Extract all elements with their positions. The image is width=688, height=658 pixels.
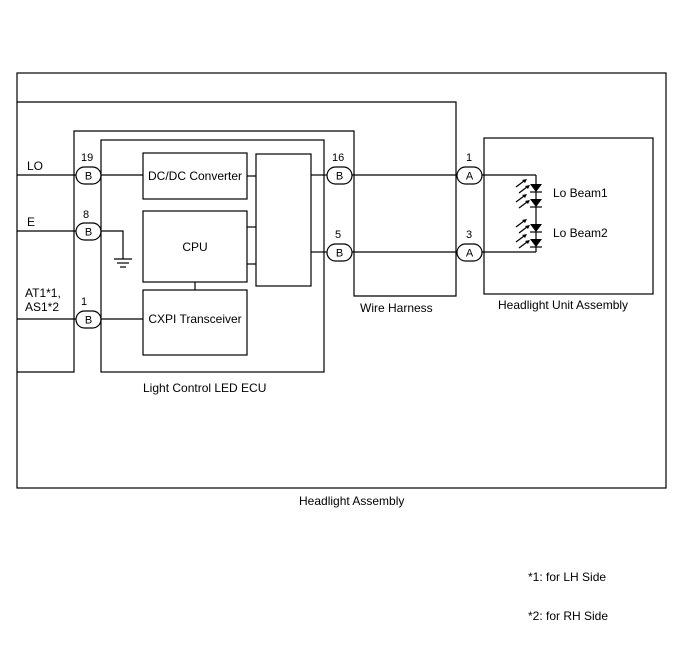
pin-at: 1 [81, 296, 87, 308]
signal-at-line2: AS1*2 [25, 300, 59, 314]
note-rh: *2: for RH Side [528, 609, 608, 623]
pin-e: 8 [83, 209, 89, 221]
connector-a-lower [456, 243, 483, 262]
pin-out-upper: 16 [332, 152, 344, 164]
connector-label: B [336, 171, 343, 183]
connector-b-lo [75, 166, 102, 185]
signal-lo: LO [27, 159, 43, 173]
note-lh: *1: for LH Side [528, 570, 606, 584]
headlight-assembly-frame [16, 72, 667, 489]
pin-lo: 19 [81, 152, 93, 164]
connector-b-at [75, 310, 102, 329]
led-diode-icon [530, 199, 542, 207]
cxpi-label: CXPI Transceiver [148, 312, 241, 326]
pin-lamp-lower: 3 [466, 229, 472, 241]
led-diode-icon [530, 239, 542, 247]
connector-label: B [336, 248, 343, 260]
wire-harness-frame [17, 101, 457, 373]
wire-harness-label: Wire Harness [360, 301, 433, 315]
lo-beam1-label: Lo Beam1 [553, 186, 608, 200]
led-diode-icon [530, 224, 542, 232]
led-rays-icon [515, 180, 528, 249]
connector-label: A [466, 248, 474, 260]
ground-icon [114, 258, 132, 268]
connector-label: B [85, 315, 92, 327]
pin-lamp-upper: 1 [466, 152, 472, 164]
connector-label: A [466, 171, 474, 183]
signal-at-line1: AT1*1, [25, 286, 61, 300]
connector-label: B [85, 227, 92, 239]
ecu-frame [100, 139, 325, 373]
driver-block [255, 153, 312, 287]
cpu-label: CPU [182, 240, 207, 254]
signal-e: E [27, 215, 35, 229]
connector-label: B [85, 171, 92, 183]
headlight-assembly-label: Headlight Assembly [299, 494, 404, 508]
connector-b-out-upper [326, 166, 353, 185]
dcdc-label: DC/DC Converter [148, 169, 242, 183]
headlight-unit-frame [483, 137, 654, 295]
connector-b-e [75, 222, 102, 241]
led-diode-icon [530, 184, 542, 192]
lo-beam2-label: Lo Beam2 [553, 226, 608, 240]
headlight-unit-label: Headlight Unit Assembly [498, 298, 628, 312]
ecu-label: Light Control LED ECU [143, 381, 266, 395]
pin-out-lower: 5 [335, 229, 341, 241]
connector-a-upper [456, 166, 483, 185]
connector-b-out-lower [326, 243, 353, 262]
